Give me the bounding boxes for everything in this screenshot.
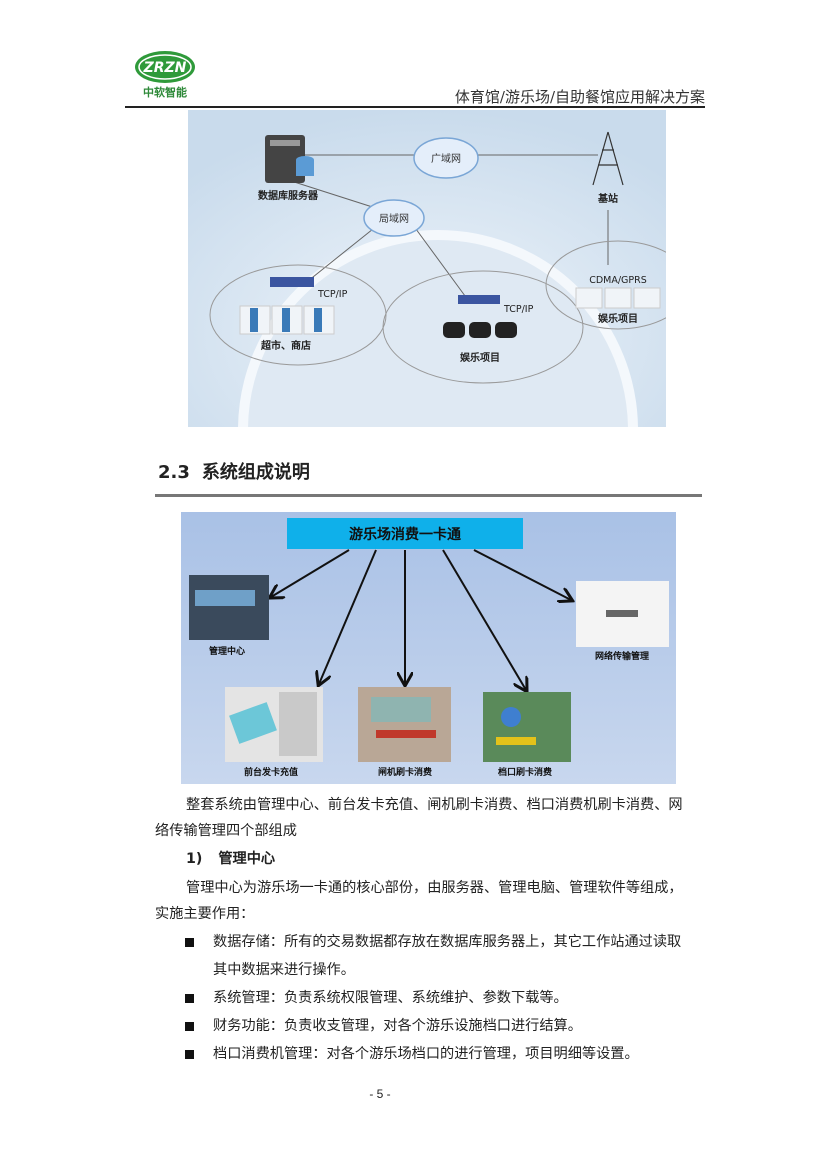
section-divider [155, 494, 702, 497]
pos-icons-right [575, 287, 661, 309]
section-heading: 2.3 系统组成说明 [158, 458, 310, 484]
svg-text:娱乐项目: 娱乐项目 [460, 351, 500, 364]
page-number: - 5 - [369, 1087, 391, 1101]
switch-icon-mid [458, 295, 500, 304]
subheading-management-center: 1)管理中心 [186, 851, 276, 867]
switch-icon-left [270, 277, 314, 287]
svg-text:娱乐项目: 娱乐项目 [598, 312, 638, 325]
svg-text:CDMA/GPRS: CDMA/GPRS [589, 275, 647, 286]
title-box [287, 518, 523, 549]
bullet-square-icon [185, 1050, 194, 1059]
bullet-item-1-line2: 其中数据来进行操作。 [213, 962, 355, 978]
management-paragraph-line2: 实施主要作用： [155, 906, 255, 922]
arrow-network [473, 549, 571, 600]
svg-text:广域网: 广域网 [431, 152, 461, 165]
section-number: 2.3 [158, 462, 190, 483]
database-server-icon [265, 135, 314, 183]
company-logo: ZRZN 中软智能 [135, 51, 195, 99]
section-title: 系统组成说明 [201, 462, 310, 483]
lan-cloud-icon [363, 199, 425, 237]
svg-text:局域网: 局域网 [379, 212, 409, 225]
svg-text:管理中心: 管理中心 [209, 645, 245, 657]
arrow-management [271, 549, 350, 597]
svg-text:游乐场消费一卡通: 游乐场消费一卡通 [349, 526, 461, 543]
svg-text:网络传输管理: 网络传输管理 [595, 650, 649, 662]
front-desk-photo [225, 687, 323, 762]
svg-text:超市、商店: 超市、商店 [260, 339, 311, 352]
base-station-tower-icon [592, 131, 624, 186]
svg-text:基站: 基站 [597, 192, 618, 205]
svg-text:前台发卡充值: 前台发卡充值 [244, 766, 298, 778]
svg-text:档口刷卡消费: 档口刷卡消费 [498, 766, 552, 778]
system-composition-diagram: 游乐场消费一卡通 管理中心 网络传输管理 前台发卡充值 闸机刷卡消费 档口刷卡消… [181, 512, 676, 784]
svg-text:闸机刷卡消费: 闸机刷卡消费 [378, 766, 432, 778]
svg-text:数据库服务器: 数据库服务器 [258, 189, 319, 202]
management-center-photo [189, 575, 269, 640]
reader-icons-mid [443, 322, 517, 338]
intro-paragraph-line2: 络传输管理四个部组成 [155, 823, 297, 839]
intro-paragraph-line1: 整套系统由管理中心、前台发卡充值、闸机刷卡消费、档口消费机刷卡消费、网 [186, 797, 683, 813]
gate-photo [358, 687, 451, 762]
stall-photo [483, 692, 571, 762]
network-management-photo [576, 581, 669, 647]
management-paragraph-line1: 管理中心为游乐场一卡通的核心部份，由服务器、管理电脑、管理软件等组成， [186, 880, 683, 896]
svg-text:TCP/IP: TCP/IP [317, 289, 348, 300]
svg-text:ZRZN: ZRZN [143, 60, 187, 76]
bullet-item-2: 系统管理：负责系统权限管理、系统维护、参数下载等。 [213, 990, 568, 1006]
arrow-stall [442, 549, 526, 690]
bullet-square-icon [185, 938, 194, 947]
bullet-item-3: 财务功能：负责收支管理，对各个游乐设施档口进行结算。 [213, 1018, 582, 1034]
network-topology-diagram: 数据库服务器 广域网 局域网 基站 TCP/IP 超市、商店 TCP/IP 娱乐… [188, 110, 666, 427]
svg-text:TCP/IP: TCP/IP [503, 304, 534, 315]
header-divider [125, 106, 705, 108]
bullet-item-1-line1: 数据存储：所有的交易数据都存放在数据库服务器上，其它工作站通过读取 [213, 934, 682, 950]
document-title: 体育馆/游乐场/自助餐馆应用解决方案 [454, 88, 705, 106]
wan-cloud-icon [413, 137, 479, 179]
bullet-item-4: 档口消费机管理：对各个游乐场档口的进行管理，项目明细等设置。 [213, 1046, 639, 1062]
bullet-square-icon [185, 994, 194, 1003]
svg-text:中软智能: 中软智能 [143, 85, 187, 99]
bullet-square-icon [185, 1022, 194, 1031]
arrow-front-desk [319, 549, 377, 684]
